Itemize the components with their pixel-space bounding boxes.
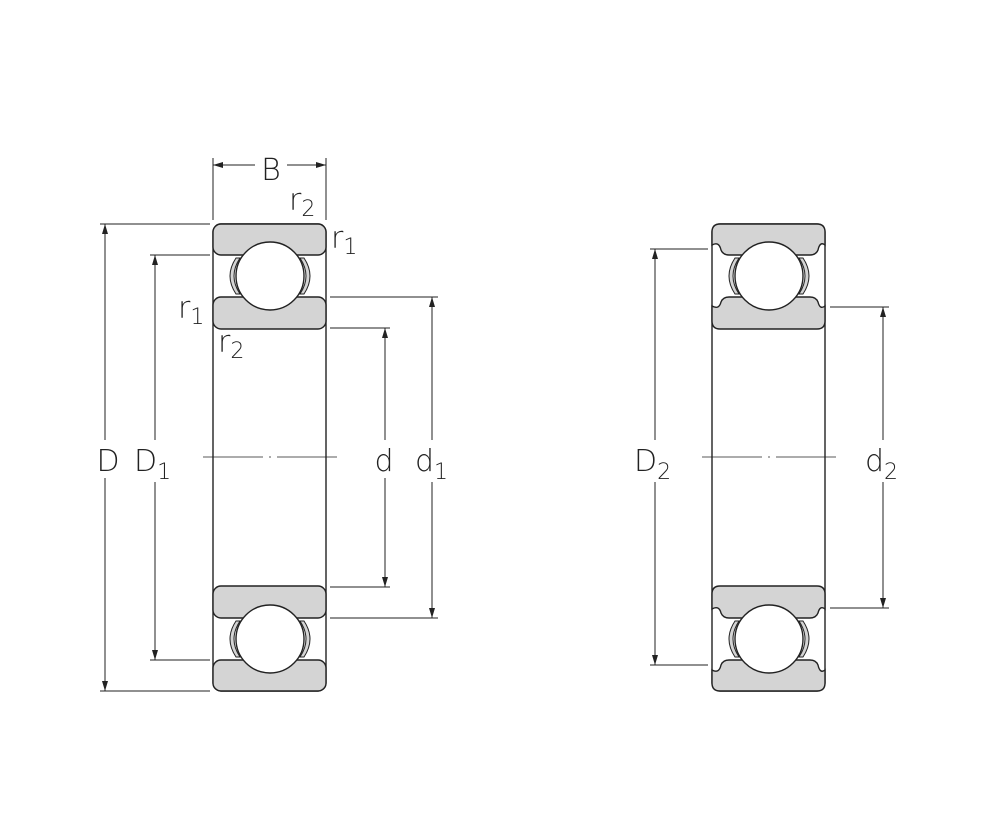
dimension-D: D (92, 223, 210, 692)
label-d: d (374, 444, 393, 479)
label-r2-left: r2 (218, 325, 244, 364)
dimension-d2: d2 (830, 306, 903, 609)
label-r2-top: r2 (289, 183, 315, 222)
dimension-D2: D2 (633, 248, 708, 666)
sealed-bearing (702, 223, 836, 692)
label-d2: d2 (865, 444, 898, 485)
bearing-top-section (711, 223, 826, 330)
label-d1: d1 (415, 444, 448, 485)
open-bearing (203, 223, 338, 692)
label-B: B (261, 153, 281, 188)
label-D: D (96, 444, 119, 479)
label-r1-top: r1 (331, 221, 357, 260)
dimension-B: B (212, 153, 327, 220)
bearing-bottom-section (711, 585, 826, 692)
bearing-top-section (212, 223, 327, 330)
label-r1-left: r1 (178, 291, 204, 330)
dimension-d1: d1 (330, 296, 453, 619)
bearing-bottom-section (212, 585, 327, 692)
label-D1: D1 (134, 444, 171, 485)
dimension-D1: D1 (133, 254, 210, 661)
label-D2: D2 (634, 444, 671, 485)
dimension-d: d (330, 327, 398, 588)
